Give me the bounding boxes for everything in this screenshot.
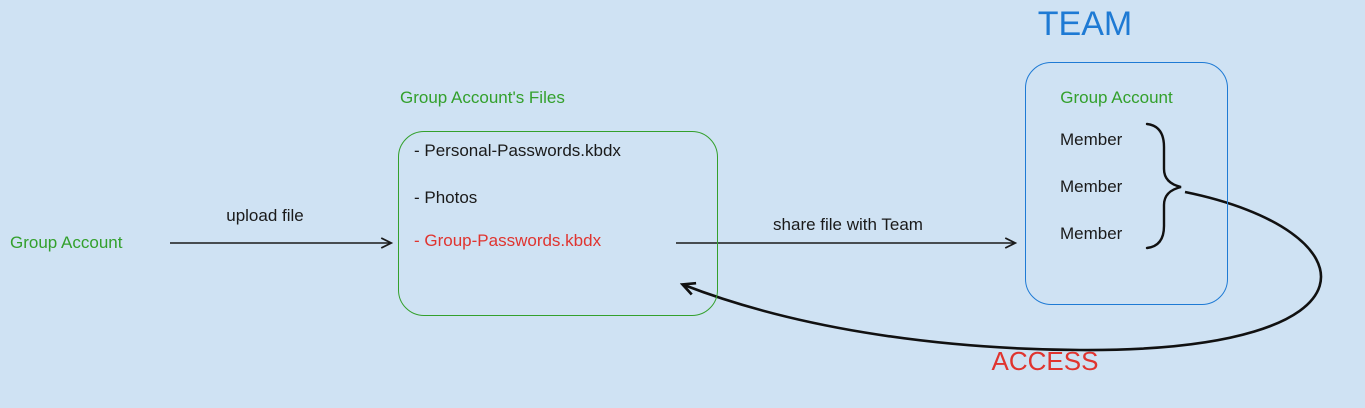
access-label: ACCESS <box>991 346 1099 376</box>
files-box <box>398 131 718 316</box>
team-title: TEAM <box>1037 5 1133 43</box>
share-file-label: share file with Team <box>773 215 923 234</box>
file-item: - Group-Passwords.kbdx <box>414 231 602 250</box>
group-account-label: Group Account <box>10 233 123 252</box>
member-label: Member <box>1060 130 1123 149</box>
access-arrow <box>679 190 1323 352</box>
members-brace <box>1145 122 1182 250</box>
team-box <box>1025 62 1228 305</box>
files-box-title: Group Account's Files <box>400 88 565 107</box>
file-item: - Photos <box>414 188 478 207</box>
team-group-account-label: Group Account <box>1060 88 1173 107</box>
member-label: Member <box>1060 177 1123 196</box>
upload-file-label: upload file <box>226 206 304 225</box>
file-item: - Personal-Passwords.kbdx <box>414 141 621 160</box>
member-label: Member <box>1060 224 1123 243</box>
